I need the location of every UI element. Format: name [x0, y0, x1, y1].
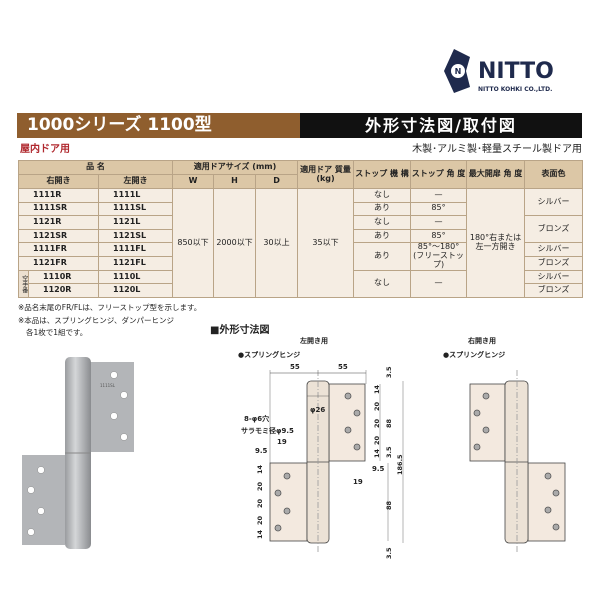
dim-20: 20	[256, 515, 264, 525]
section-title: 外形寸法図/取付図	[300, 113, 582, 138]
dim-9.5: 9.5	[372, 465, 385, 473]
cell-right: 1121FR	[18, 256, 99, 271]
cell-color: ブロンズ	[524, 256, 584, 271]
dim-14: 14	[256, 529, 264, 539]
cell-right: 1111SR	[18, 201, 99, 217]
cell-stop: あり	[353, 242, 412, 271]
cell-stop-angle: 85°〜180° (フリーストップ)	[410, 242, 468, 271]
dim-countersink: サラモミ径φ9.5	[241, 426, 294, 435]
table-row: 1121R 1121L なし — ブロンズ	[18, 215, 584, 244]
cell-right: 1120R	[28, 283, 99, 298]
cell-stop-angle: —	[410, 269, 468, 298]
cell-right: 1121SR	[18, 228, 99, 244]
right-caption: 右開き用	[467, 336, 496, 345]
note-set: ※本品は、スプリングヒンジ、ダンパーヒンジ	[18, 316, 175, 325]
cell-right: 1121R	[18, 215, 99, 230]
dim-55: 55	[290, 363, 300, 371]
series-title: 1000シリーズ 1100型	[17, 113, 300, 138]
dim-3.5: 3.5	[385, 366, 393, 378]
cell-color: シルバー	[524, 269, 584, 285]
nitto-logo: N NITTO NITTO KOHKI CO.,LTD.	[440, 45, 585, 97]
dim-14: 14	[373, 384, 381, 394]
header-w: W	[172, 174, 215, 189]
header-color: 表面色	[524, 160, 584, 189]
left-caption: 左開き用	[299, 336, 328, 345]
header-left-open: 左開き	[97, 174, 174, 189]
hinge-photo: 1111SL	[22, 357, 134, 549]
photo-stamp: 1111SL	[100, 383, 116, 388]
table-row: 1121SR 1121SL あり 85°	[18, 228, 583, 244]
dim-55: 55	[338, 363, 348, 371]
dim-20: 20	[373, 435, 381, 445]
dim-14: 14	[373, 448, 381, 458]
dim-19: 19	[277, 438, 287, 446]
cell-stop: なし	[353, 215, 412, 230]
dim-holes: 8-φ6穴	[244, 414, 269, 423]
dim-186.5: 186.5	[396, 454, 404, 475]
cell-w: 850以下	[172, 188, 215, 298]
cell-left: 1120L	[97, 283, 174, 298]
header-stop: ストップ 機 構	[353, 160, 412, 189]
svg-text:N: N	[455, 67, 462, 76]
table-row: 空手番 1110R 1110L なし — シルバー	[18, 269, 584, 298]
header-stop-angle: ストップ 角 度	[410, 160, 468, 189]
dim-19: 19	[353, 478, 363, 486]
cell-color: ブロンズ	[524, 215, 584, 244]
dim-20: 20	[373, 401, 381, 411]
dim-phi26: φ26	[310, 406, 325, 414]
dim-3.5: 3.5	[385, 547, 393, 559]
note-set-cont: 各1枚で1組です。	[26, 328, 88, 337]
left-type: ●スプリングヒンジ	[238, 350, 300, 359]
header-max-angle: 最大開扉 角 度	[466, 160, 526, 189]
cell-color: ブロンズ	[524, 283, 584, 298]
left-dimension-labels: 55 55 φ26 8-φ6穴 サラモミ径φ9.5 19 9.5 9.5 19 …	[241, 363, 404, 559]
dim-14: 14	[256, 464, 264, 474]
table-row: 1111SR 1111SL あり 85°	[18, 201, 583, 217]
left-hinge-drawing	[269, 370, 404, 552]
dimensions-title: ■外形寸法図	[210, 325, 270, 336]
usage-label: 屋内ドア用	[20, 144, 70, 155]
cell-h: 2000以下	[213, 188, 257, 298]
table-row: 1111R 1111L 850以下 2000以下 30以上 35以下 なし — …	[18, 187, 584, 298]
door-types-label: 木製･アルミ製･軽量スチール製ドア用	[412, 144, 582, 155]
header-product-name: 品 名	[17, 160, 174, 175]
dim-20: 20	[256, 498, 264, 508]
header-right-open: 右開き	[18, 174, 99, 189]
cell-max-angle: 180°右または 左一方開き	[466, 188, 526, 298]
header-h: H	[213, 174, 257, 189]
cell-right: 1111R	[18, 188, 99, 203]
logo-mark-icon: N	[444, 49, 470, 93]
logo-brand: NITTO	[478, 59, 554, 84]
table-row: 1121FR 1121FL ブロンズ	[18, 256, 584, 271]
right-hinge-drawing	[469, 370, 566, 552]
table-row: 1120R 1120L ブロンズ	[19, 283, 584, 298]
right-type: ●スプリングヒンジ	[443, 350, 505, 359]
note-free-stop: ※品名末尾のFR/FLは、フリーストップ型を示します。	[18, 303, 202, 312]
dim-88: 88	[385, 500, 393, 510]
cell-stop: なし	[353, 269, 412, 298]
cell-stop-angle: —	[410, 215, 468, 230]
spec-table: 品 名 適用ドアサイズ (mm) 適用ドア 質量(kg) ストップ 機 構 スト…	[17, 160, 584, 298]
cell-mass: 35以下	[297, 188, 355, 298]
dim-9.5: 9.5	[255, 447, 268, 455]
dim-20: 20	[373, 418, 381, 428]
dim-20: 20	[256, 481, 264, 491]
cell-stop-angle: 85°	[410, 201, 468, 217]
logo-company: NITTO KOHKI CO.,LTD.	[478, 86, 552, 93]
dim-88: 88	[385, 418, 393, 428]
dim-3.5: 3.5	[385, 446, 393, 458]
header-d: D	[255, 174, 299, 189]
cell-left: 1121FL	[97, 256, 174, 271]
cell-left: 1111FL	[97, 242, 174, 258]
